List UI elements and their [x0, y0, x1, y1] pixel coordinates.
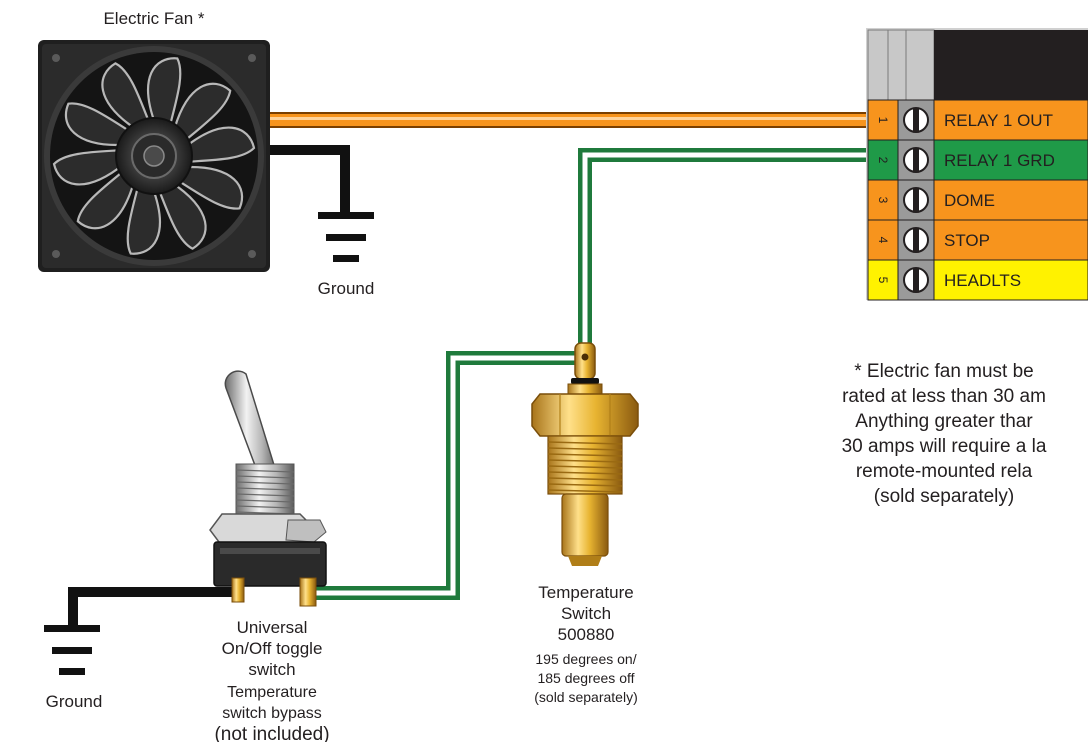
electric-fan [38, 40, 270, 272]
terminal-number: 4 [876, 237, 890, 244]
note-line-3: Anything greater thar [855, 411, 1033, 432]
toggle-label-2: On/Off toggle [222, 639, 323, 658]
temp-switch-detail-3: (sold separately) [534, 689, 638, 705]
screw-slot [913, 228, 919, 252]
note-line-4: 30 amps will require a la [842, 436, 1047, 457]
toggle-label-1: Universal [237, 618, 308, 637]
toggle-ground-label: Ground [46, 692, 103, 711]
thread-line [547, 471, 623, 475]
bushing-thread [235, 487, 295, 491]
toggle-ground-wire [44, 587, 236, 675]
terminal-label: RELAY 1 OUT [944, 111, 1053, 130]
thread-line [547, 489, 623, 493]
terminal-row: 2 RELAY 1 GRD [867, 139, 1088, 181]
terminal-row: 5 HEADLTS [867, 259, 1088, 301]
fan-blade [52, 148, 126, 186]
fan-blade [101, 62, 152, 132]
temperature-switch-label: Temperature Switch 500880 195 degrees on… [534, 583, 638, 705]
terminal-number: 3 [876, 197, 890, 204]
green-bypass-wire [316, 351, 582, 600]
terminal-number-cell [867, 99, 899, 141]
bushing-thread [235, 493, 295, 497]
thread-line [547, 447, 623, 451]
thread-line [547, 441, 623, 445]
terminal-label-cell [933, 219, 1088, 261]
temp-switch-detail-1: 195 degrees on/ [535, 651, 636, 667]
mount-hole [52, 250, 60, 258]
bushing-thread [235, 481, 295, 485]
fan-blades [52, 57, 256, 255]
toggle-label-3: switch [248, 660, 295, 679]
fan-blade [173, 166, 244, 210]
fan-label: Electric Fan * [103, 9, 204, 28]
terminal-label: DOME [944, 191, 995, 210]
terminal-number: 5 [876, 277, 890, 284]
screw-slot [913, 148, 919, 172]
screw-slot [913, 188, 919, 212]
fan-blade [156, 180, 207, 250]
fan-blade [182, 126, 256, 164]
thread-line [547, 483, 623, 487]
toggle-not-included: (not included) [214, 724, 329, 742]
mount-hole [52, 54, 60, 62]
mount-hole [248, 54, 256, 62]
screw-slot [913, 268, 919, 292]
terminal-row: 3 DOME [867, 179, 1088, 221]
bushing-thread [235, 469, 295, 473]
temp-switch-title-1: Temperature [538, 583, 633, 602]
toggle-switch [209, 370, 327, 607]
terminal-label-cell [933, 259, 1088, 301]
thread-line [547, 465, 623, 469]
thread-line [547, 477, 623, 481]
terminal-label: RELAY 1 GRD [944, 151, 1055, 170]
terminal-number: 2 [876, 157, 890, 164]
fan-blade [126, 181, 161, 255]
toggle-switch-label: Universal On/Off toggle switch Temperatu… [214, 618, 329, 742]
terminal-row: 4 STOP [867, 219, 1088, 261]
thread-line [547, 459, 623, 463]
toggle-label-4: Temperature [227, 684, 317, 701]
terminal-label-cell [933, 139, 1088, 181]
green-ground-wire-to-sensor [578, 148, 868, 348]
bushing-thread [235, 505, 295, 509]
note-line-6: (sold separately) [874, 486, 1014, 507]
fan-rating-note: * Electric fan must be rated at less tha… [842, 361, 1047, 507]
fan-ground-label: Ground [318, 279, 375, 298]
fan-blade [76, 167, 136, 230]
fan-blade [172, 82, 232, 145]
note-line-5: remote-mounted rela [856, 461, 1033, 482]
terminal-block: 1 RELAY 1 OUT 2 RELAY 1 GRD 3 DOME 4 STOP 5 HEADL… [866, 28, 1088, 301]
note-line-2: rated at less than 30 am [842, 386, 1046, 407]
terminal-number: 1 [876, 117, 890, 124]
temp-switch-title-2: Switch [561, 604, 611, 623]
mount-hole [248, 250, 256, 258]
terminal-label-cell [933, 179, 1088, 221]
fan-ground-wire [262, 145, 374, 262]
orange-power-wire [262, 112, 868, 128]
terminal-label-cell [933, 99, 1088, 141]
terminal-label: HEADLTS [944, 271, 1021, 290]
terminal-label: STOP [944, 231, 990, 250]
fan-blade [147, 57, 182, 131]
sensor-threads [547, 441, 623, 493]
toggle-label-5: switch bypass [222, 705, 322, 722]
terminal-number-cell [867, 259, 899, 301]
fan-blade [64, 102, 135, 146]
temperature-switch [531, 342, 639, 566]
temp-switch-part-number: 500880 [558, 625, 615, 644]
bushing-thread [235, 475, 295, 479]
note-line-1: * Electric fan must be [854, 361, 1034, 382]
bushing-thread [235, 499, 295, 503]
terminal-row: 1 RELAY 1 OUT [867, 99, 1088, 141]
screw-slot [913, 108, 919, 132]
thread-line [547, 453, 623, 457]
temp-switch-detail-2: 185 degrees off [537, 670, 634, 686]
